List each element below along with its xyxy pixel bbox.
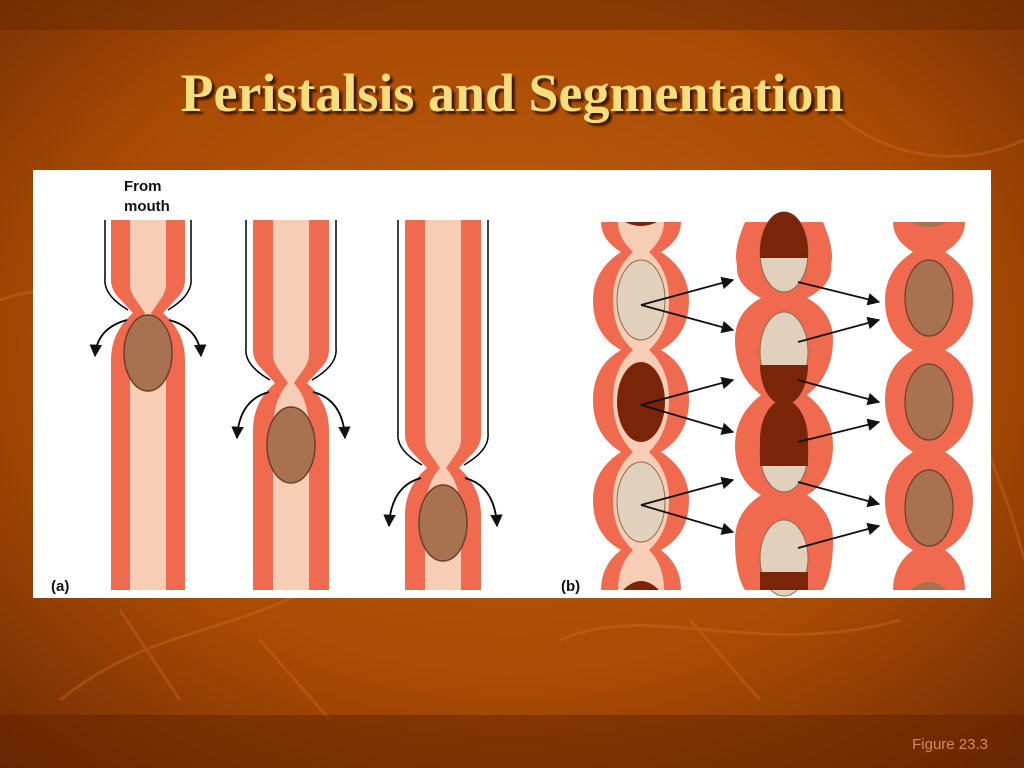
segmentation-column-3 xyxy=(885,222,973,590)
peristalsis-stage-3 xyxy=(383,220,503,590)
peristalsis-section: From mouth (a) xyxy=(51,178,503,595)
segmentation-column-1 xyxy=(593,222,689,590)
segmentation-arrows-left xyxy=(640,276,735,535)
peristalsis-stage-2 xyxy=(231,220,351,590)
food-bolus xyxy=(123,314,173,392)
panel-label-b: (b) xyxy=(561,578,580,595)
food-bolus xyxy=(266,406,316,484)
peristalsis-segmentation-figure: From mouth (a) xyxy=(33,170,991,598)
mouth-label: mouth xyxy=(124,198,170,215)
segmentation-arrows-right xyxy=(797,281,881,549)
panel-label-a: (a) xyxy=(51,578,69,595)
segmentation-column-2 xyxy=(735,211,833,597)
figure-reference: Figure 23.3 xyxy=(912,736,988,753)
peristalsis-stage-1 xyxy=(89,220,207,590)
food-bolus xyxy=(418,484,468,562)
mouth-label: From xyxy=(124,178,162,195)
slide-title: Peristalsis and Segmentation xyxy=(180,63,844,123)
segmentation-section: (b) xyxy=(561,211,973,597)
